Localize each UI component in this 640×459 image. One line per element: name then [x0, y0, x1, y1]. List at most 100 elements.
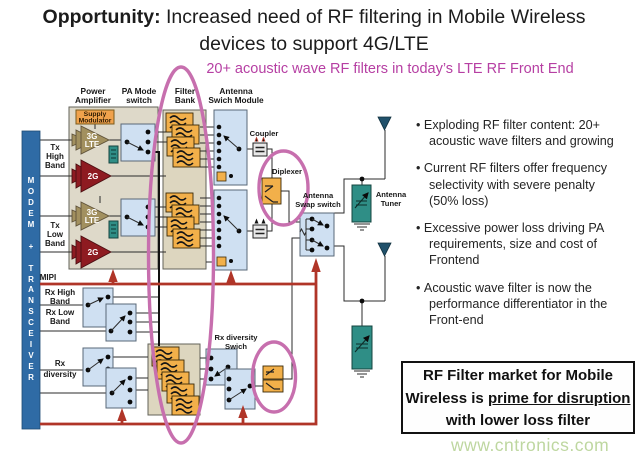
wire — [334, 178, 385, 214]
wire — [256, 221, 264, 224]
wire — [264, 195, 278, 203]
filter-box — [172, 147, 201, 168]
rx-low-band-label-2: Band — [50, 317, 70, 326]
slide-title-rest: Increased need of RF filtering in Mobile… — [160, 6, 586, 28]
amp-3g-lte-high-label-1: 3G — [87, 132, 98, 141]
switch-node-dot — [216, 219, 222, 225]
pa-mode-switch-label-1: PA Mode — [122, 86, 157, 96]
wire — [283, 237, 300, 380]
antenna-icon — [377, 116, 392, 131]
antenna-tuner-1 — [351, 176, 372, 223]
filter-box — [262, 379, 284, 393]
antenna-tuner-2 — [351, 298, 373, 370]
mipi-bus-arrow-icon — [117, 408, 127, 421]
wire — [111, 224, 116, 234]
coupler-low — [252, 218, 268, 239]
mipi-bus-arrow-icon — [226, 270, 236, 283]
tx-low-band-label-3: Band — [45, 239, 65, 248]
aux-filter-square — [216, 171, 227, 182]
tx-high-band-label-1: Tx — [50, 143, 60, 152]
mipi-bus-arrow-icon — [108, 269, 118, 282]
filter-wave-icon — [176, 150, 194, 166]
switch-node-dot — [216, 132, 222, 138]
wire — [354, 370, 370, 378]
switch-node-dot — [208, 376, 214, 382]
switch-node-dot — [127, 310, 133, 316]
slide-title-lead: Opportunity: — [42, 6, 161, 28]
rx-diversity-switch-label-1: Rx diversity — [214, 333, 258, 342]
switch-node-dot — [216, 140, 222, 146]
wire — [311, 218, 324, 226]
antenna-tuner-label-2: Tuner — [381, 199, 402, 208]
slide-title-line2: devices to support 4G/LTE — [199, 33, 429, 55]
bias-controller-boxes — [108, 145, 119, 239]
amp-3g-lte-low: 3G LTE — [71, 201, 111, 231]
wire — [111, 379, 126, 394]
coupler-bars-icon — [255, 146, 265, 153]
antenna-switch-module-label-2: Swich Module — [208, 95, 264, 105]
diplexer-label: Diplexer — [272, 167, 302, 176]
rx-diversity-switch-left-2 — [105, 367, 137, 409]
switch-node-dot — [145, 129, 151, 135]
block-labels: Coupler Diplexer Antenna Swap switch Ant… — [214, 129, 406, 351]
antenna-switch-module-low — [213, 189, 248, 271]
mipi-bus-arrow-icon — [254, 136, 259, 142]
filter-box-group — [172, 147, 201, 168]
bullet-item-4: Acoustic wave filter is now the performa… — [416, 280, 624, 329]
amp-2g-low: 2G — [71, 235, 112, 269]
switch-node-dot — [216, 195, 222, 201]
rx-low-band-label-1: Rx Low — [46, 308, 75, 317]
switch-node-dot — [229, 259, 233, 263]
coupler-label: Coupler — [250, 129, 279, 138]
supply-modulator-box — [75, 109, 115, 125]
rx-diversity-switch-label-2: Swich — [225, 342, 247, 351]
tx-low-band-label-1: Tx — [50, 221, 60, 230]
filter-wave-icon — [176, 231, 194, 247]
switch-node-dot — [324, 223, 330, 229]
switch-node-dot — [324, 245, 330, 251]
wire — [264, 185, 274, 193]
tx-high-band-label-3: Band — [45, 161, 65, 170]
wire — [228, 388, 247, 401]
wire — [334, 245, 385, 302]
wire — [126, 216, 144, 226]
mipi-control-bus — [40, 258, 321, 426]
callout-line1: RF Filter market for Mobile — [422, 367, 614, 384]
wire — [261, 218, 266, 224]
diplexer-block — [261, 177, 282, 205]
antenna-icon — [377, 242, 392, 257]
switch-node-dot — [216, 124, 222, 130]
rx-diversity-label-2: diversity — [44, 370, 77, 379]
wire — [267, 148, 273, 178]
pa-mode-switch-high — [120, 123, 156, 162]
coupler-box — [252, 142, 268, 157]
wire — [305, 218, 312, 251]
switch-node-dot — [359, 298, 365, 304]
switch-node-dot — [216, 156, 222, 162]
switch-node-dot — [105, 354, 111, 360]
mipi-bus-arrow-icon — [261, 136, 266, 142]
wire — [126, 141, 144, 151]
amp-3g-lte-low-label-2: LTE — [85, 216, 100, 225]
antenna-swap-switch-label-2: Swap switch — [295, 200, 341, 209]
switch-node-dot — [216, 235, 222, 241]
wire — [265, 368, 275, 376]
wire — [110, 315, 126, 332]
supply-modulator-label-2: Modulator — [79, 118, 112, 125]
switch-node-dot — [229, 174, 233, 178]
switch-node-dot — [127, 329, 133, 335]
highlight-ellipses — [146, 65, 310, 445]
switch-node-dot — [145, 149, 151, 155]
port-labels: Tx High Band Tx Low Band MIPI Rx High Ba… — [40, 143, 77, 379]
switch-node-dot — [247, 383, 253, 389]
switch-node-dot — [309, 226, 315, 232]
coupler-bars-icon — [255, 228, 265, 235]
filter-box-group — [172, 228, 201, 249]
wire — [256, 139, 264, 142]
amp-3g-lte-low-label-1: 3G — [87, 208, 98, 217]
callout-line3: with lower loss filter — [445, 412, 591, 429]
switch-node-dot — [226, 386, 232, 392]
switch-node-dot — [216, 243, 222, 249]
mipi-bus-line — [40, 284, 318, 426]
mipi-label: MIPI — [40, 273, 56, 282]
